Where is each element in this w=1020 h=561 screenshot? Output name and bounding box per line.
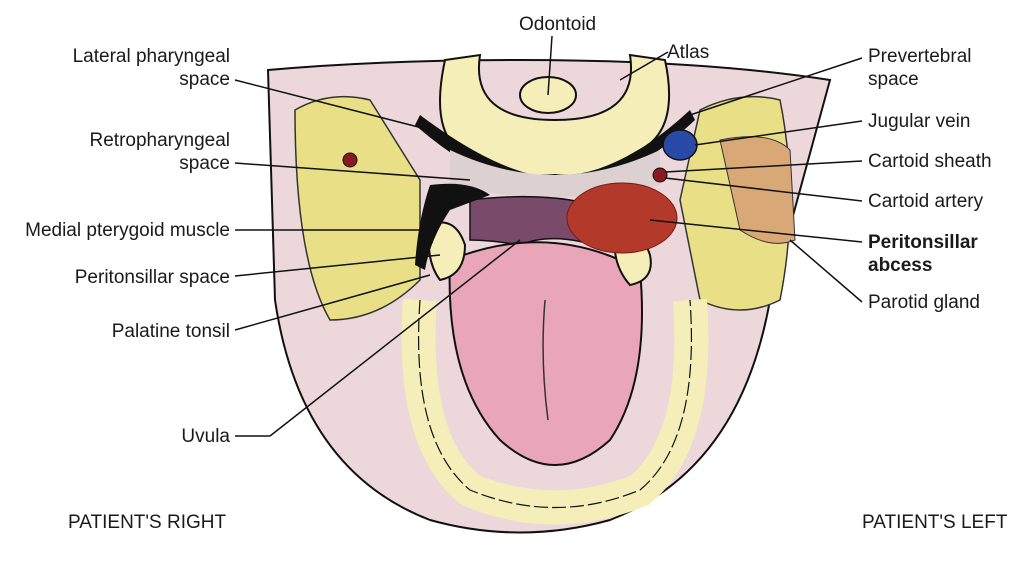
teeth-arch-outline (417, 299, 693, 509)
label-parotid-gland: Parotid gland (868, 292, 980, 313)
label-jugular-vein: Jugular vein (868, 111, 971, 132)
label-prevertebral-space: Prevertebral space (868, 46, 972, 90)
label-carotid-artery: Cartoid artery (868, 191, 984, 212)
leader-lines (234, 35, 863, 437)
label-uvula: Uvula (181, 426, 230, 447)
right-pterygoid-band (415, 183, 490, 270)
label-medial-pterygoid-muscle: Medial pterygoid muscle (25, 220, 230, 241)
right-carotid-artery (342, 152, 358, 168)
label-carotid-sheath: Cartoid sheath (868, 151, 992, 172)
orientation-patient-right: PATIENT'S RIGHT (68, 512, 227, 533)
left-carotid-artery (652, 167, 668, 183)
label-retropharyngeal-space: Retropharyngeal space (89, 130, 230, 174)
label-peritonsillar-space: Peritonsillar space (74, 267, 230, 288)
jugular-vein-shape (662, 129, 698, 161)
label-peritonsillar-abscess: Peritonsillar abcess (868, 232, 978, 276)
label-palatine-tonsil: Palatine tonsil (111, 321, 230, 342)
peritonsillar-abscess-shape (566, 182, 678, 254)
label-odontoid: Odontoid (519, 14, 597, 35)
tongue (448, 241, 643, 466)
orientation-patient-left: PATIENT'S LEFT (862, 512, 1008, 533)
tongue-median-groove (542, 299, 549, 421)
right-muscle-mass (294, 95, 421, 321)
label-lateral-pharyngeal-space: Lateral pharyngeal space (72, 46, 230, 90)
label-atlas: Atlas (667, 42, 710, 63)
